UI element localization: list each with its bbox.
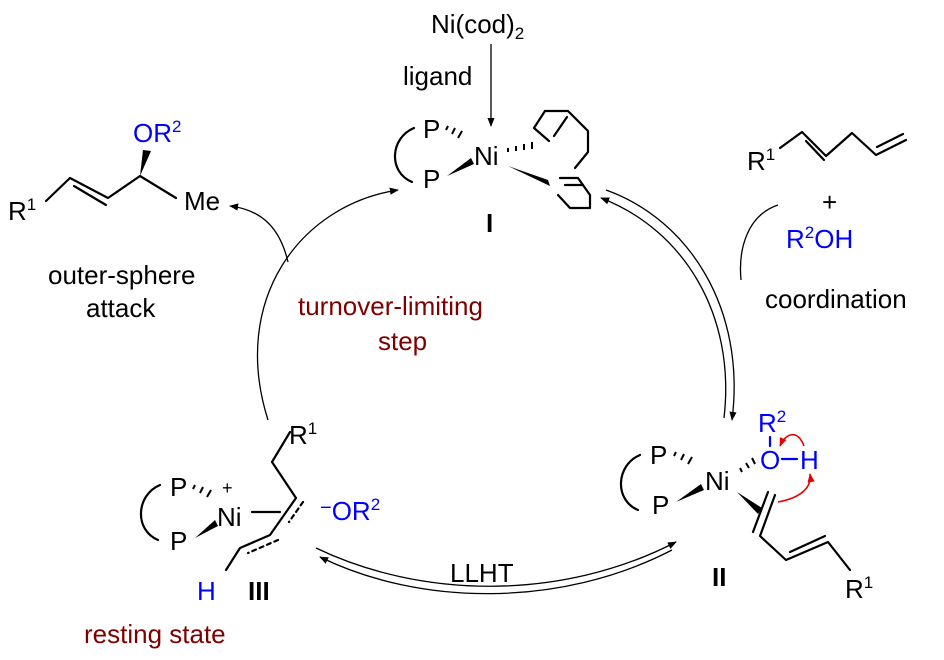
svg-text:−OR2: −OR2 [320, 495, 380, 526]
arrow-II-to-III [319, 549, 673, 595]
arrow-II-to-I [600, 197, 727, 419]
svg-text:P: P [170, 526, 187, 556]
svg-text:O: O [760, 445, 780, 475]
electron-arrow-1 [779, 433, 805, 447]
svg-text:P: P [423, 114, 440, 144]
coordination-label: coordination [765, 284, 907, 314]
complex-I: P P Ni I [393, 109, 592, 238]
svg-text:H: H [800, 445, 819, 475]
turnover-limiting-label: turnover-limiting step [298, 291, 483, 356]
llht-label: LLHT [450, 558, 514, 588]
svg-text:P: P [650, 440, 667, 470]
svg-text:Ni(cod)2: Ni(cod)2 [431, 9, 524, 43]
diene-substrate: R1 [747, 130, 908, 176]
svg-text:III: III [248, 576, 270, 606]
svg-text:R2: R2 [758, 407, 786, 438]
outer-sphere-label: outer-sphere attack [48, 260, 195, 323]
svg-text:I: I [486, 208, 493, 238]
svg-text:R1: R1 [845, 573, 873, 604]
svg-text:II: II [712, 562, 726, 592]
svg-text:H: H [197, 576, 216, 606]
arrow-III-to-I [256, 187, 399, 421]
svg-text:outer-sphere: outer-sphere [48, 260, 195, 290]
plus-sign: + [822, 187, 837, 217]
arrow-coordination [739, 204, 779, 281]
svg-text:Ni: Ni [217, 502, 242, 532]
complex-III: P P Ni + R1 −OR2 H III [139, 419, 380, 606]
svg-text:attack: attack [86, 293, 156, 323]
ni-cod-precursor: Ni(cod)2 [431, 9, 524, 43]
svg-text:P: P [652, 490, 669, 520]
resting-state-label: resting state [84, 619, 226, 649]
svg-text:Ni: Ni [705, 466, 730, 496]
svg-text:Me: Me [184, 186, 220, 216]
ligand-backbone-arc [393, 126, 416, 184]
svg-text:+: + [222, 478, 233, 498]
electron-arrow-2 [777, 473, 815, 503]
svg-text:R1: R1 [8, 195, 36, 226]
svg-text:R2OH: R2OH [786, 223, 853, 254]
svg-text:Ni: Ni [474, 141, 499, 171]
svg-text:R1: R1 [289, 419, 317, 450]
svg-text:P: P [170, 472, 187, 502]
alcohol-reagent: R2OH [786, 223, 853, 254]
arrow-to-product [229, 203, 289, 263]
svg-text:R1: R1 [747, 145, 775, 176]
svg-text:P: P [423, 164, 440, 194]
complex-II: P P Ni R1 R2 O H II [619, 407, 873, 604]
svg-text:OR2: OR2 [133, 117, 181, 148]
ligand-label: ligand [403, 61, 472, 91]
svg-text:step: step [378, 326, 427, 356]
svg-text:turnover-limiting: turnover-limiting [298, 291, 483, 321]
arrow-III-to-II [315, 541, 677, 587]
allylic-ether-product: OR2 R1 Me [8, 117, 220, 226]
arrow-I-to-II [605, 189, 737, 421]
